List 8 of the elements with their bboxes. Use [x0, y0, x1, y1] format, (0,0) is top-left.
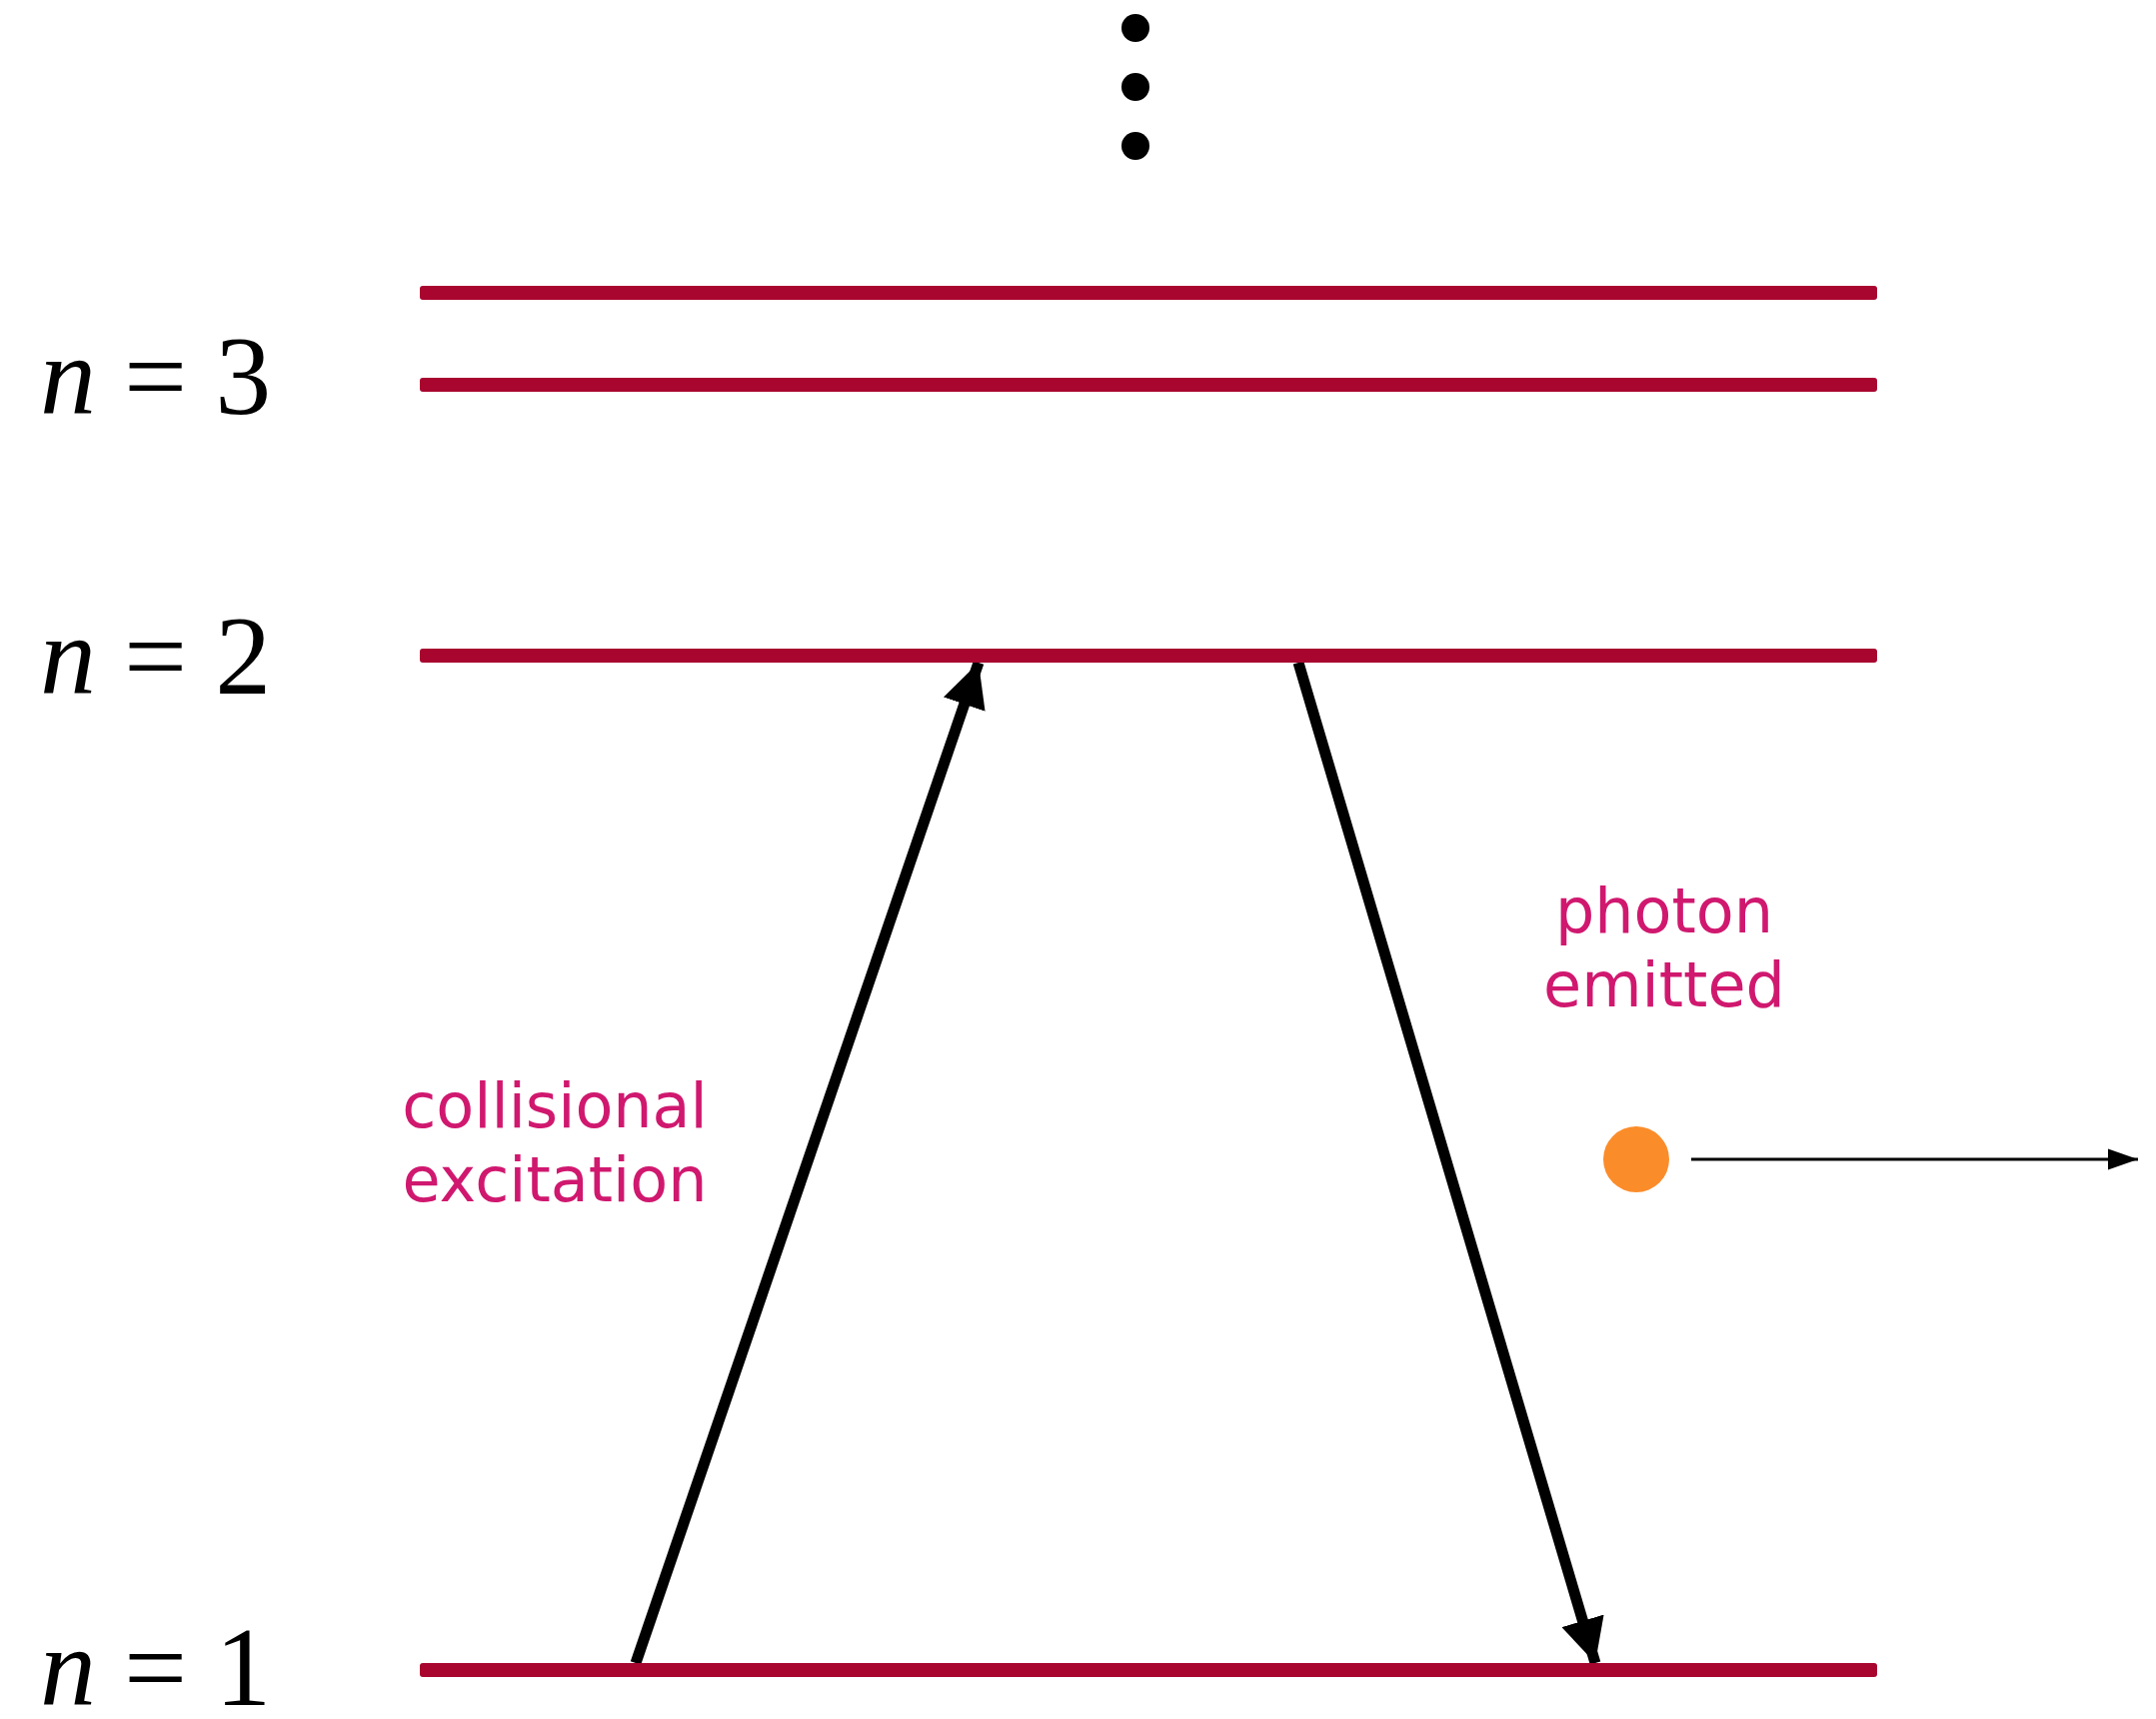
level-label: n = 2 — [40, 600, 272, 712]
arrow — [1292, 661, 1604, 1665]
edge-label: photon emitted — [1542, 874, 1786, 1023]
level-label: n = 1 — [40, 1611, 272, 1719]
level-label: n = 3 — [40, 320, 272, 432]
arrow — [630, 661, 986, 1665]
edge-label: collisional excitation — [401, 1069, 709, 1218]
arrow — [1691, 1148, 2138, 1170]
